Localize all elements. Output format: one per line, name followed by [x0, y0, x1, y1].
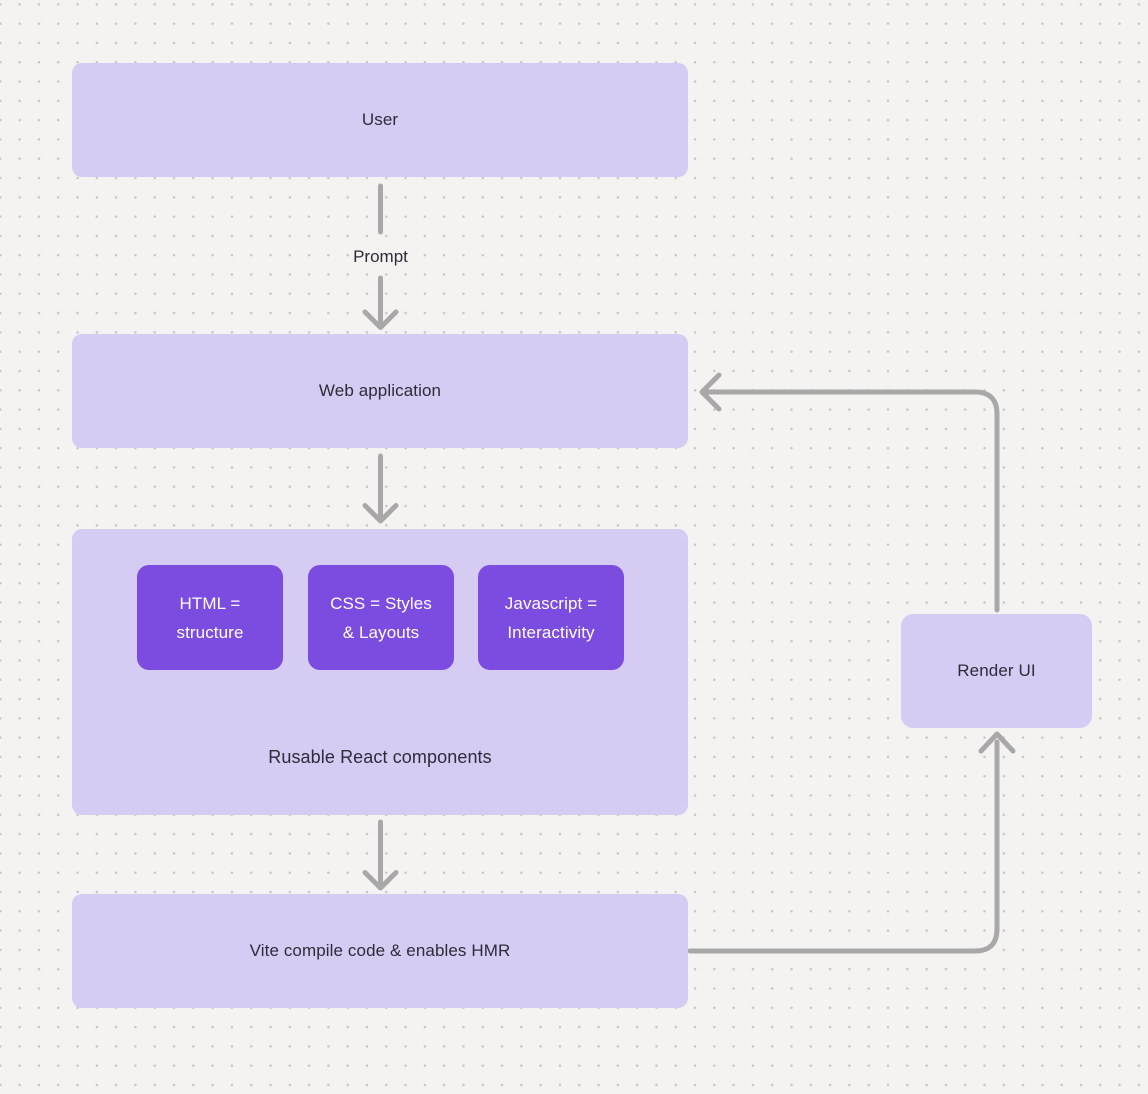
edge-render-to-webapp-arrowhead-icon [699, 372, 722, 412]
node-css: CSS = Styles & Layouts [308, 565, 454, 670]
edge-user-to-webapp-arrowhead-icon [362, 309, 399, 330]
node-render-ui: Render UI [901, 614, 1092, 728]
node-web-application-label: Web application [318, 381, 442, 400]
edge-vite-to-render-path [687, 739, 1000, 954]
edge-prompt-label: Prompt [353, 247, 408, 266]
node-javascript: Javascript = Interactivity [478, 565, 624, 670]
node-user-label: User [361, 110, 399, 129]
components-group-caption: Rusable React components [268, 747, 492, 767]
edge-group-to-vite-arrowhead-icon [362, 870, 399, 891]
node-html-label-line1: HTML = [179, 593, 241, 613]
edge-render-to-webapp-path [705, 389, 1000, 613]
node-web-application: Web application [72, 334, 688, 448]
node-vite: Vite compile code & enables HMR [72, 894, 688, 1008]
node-vite-label: Vite compile code & enables HMR [249, 941, 511, 960]
edge-vite-to-render-arrowhead-icon [978, 731, 1016, 754]
node-javascript-label-line2: Interactivity [507, 622, 595, 642]
node-css-label-line1: CSS = Styles [330, 593, 432, 613]
node-components-group: HTML = structure CSS = Styles & Layouts … [72, 529, 688, 815]
edge-webapp-to-group-arrowhead-icon [362, 503, 399, 524]
node-render-ui-label: Render UI [957, 661, 1036, 680]
node-user: User [72, 63, 688, 177]
node-javascript-label-line1: Javascript = [504, 593, 598, 613]
node-css-label-line2: & Layouts [342, 622, 420, 642]
node-html: HTML = structure [137, 565, 283, 670]
node-html-label-line2: structure [176, 622, 244, 642]
